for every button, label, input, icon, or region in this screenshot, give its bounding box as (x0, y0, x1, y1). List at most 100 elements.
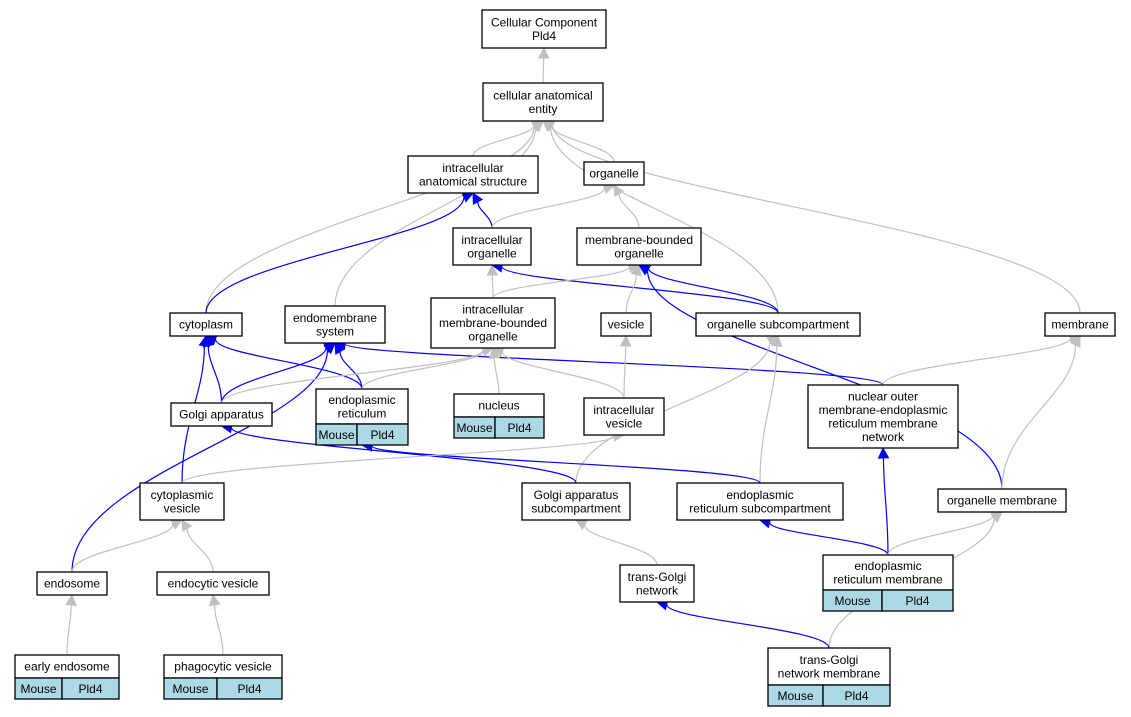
edge-line (882, 338, 1071, 386)
node-label-line: membrane-endoplasmic (819, 403, 948, 417)
edge-line (361, 350, 485, 390)
edge-line (220, 347, 327, 404)
annotation-text: Mouse (318, 428, 354, 442)
annotation-gene: Pld4 (216, 677, 283, 700)
edge-line (646, 270, 1003, 490)
edge-line (344, 343, 884, 386)
node-label-line: entity (529, 102, 558, 116)
annotation-text: Mouse (20, 682, 56, 696)
node-label-line: vesicle (606, 416, 643, 430)
edge-membrane-to-cae (541, 119, 1081, 314)
node-label-line: organelle (589, 167, 639, 181)
node-vesicle[interactable]: vesicle (600, 312, 652, 337)
edge-line (477, 201, 493, 229)
annotation-text: Pld4 (844, 689, 868, 703)
node-box (807, 384, 959, 449)
node-label-line: early endosome (24, 660, 110, 674)
node-box (521, 482, 631, 521)
node-label-line: vesicle (164, 501, 201, 515)
annotation-gene: Pld4 (356, 423, 409, 446)
node-label-line: endoplasmic (854, 559, 921, 573)
edge-line (472, 125, 535, 157)
edge-line (551, 124, 1081, 314)
edge-endosome-to-endomem (71, 342, 336, 573)
edge-line (66, 604, 72, 656)
node-label-line: membrane (1051, 318, 1109, 332)
annotation-gene: Pld4 (881, 589, 954, 612)
node-label-line: Golgi apparatus (534, 488, 619, 502)
annotation-gene: Pld4 (494, 416, 545, 439)
node-box (937, 488, 1067, 513)
node-nomer[interactable]: nuclear outermembrane-endoplasmicreticul… (807, 384, 959, 449)
node-endosome[interactable]: endosome (36, 571, 108, 596)
node-label-line: organelle subcompartment (707, 318, 850, 332)
edge-pv-to-ev (208, 593, 224, 656)
annotation-organism: Mouse (163, 677, 218, 700)
edge-line (501, 266, 779, 314)
edge-line (882, 457, 889, 556)
node-label-line: trans-Golgi (628, 570, 687, 584)
node-label-line: cytoplasmic (151, 488, 214, 502)
edge-om-to-mbo (638, 264, 1003, 490)
node-ev[interactable]: endocytic vesicle (156, 571, 270, 596)
annotation-text: Pld4 (370, 428, 394, 442)
edge-line (551, 125, 615, 163)
edge-line (230, 427, 577, 484)
node-osub[interactable]: organelle subcompartment (695, 312, 861, 337)
edge-arrowhead (198, 334, 211, 348)
node-label-line: endomembrane (293, 311, 377, 325)
node-box (1044, 312, 1116, 337)
edge-line (575, 341, 771, 484)
node-golgi[interactable]: Golgi apparatus (170, 402, 273, 427)
node-box (36, 571, 108, 596)
annotation-organism: Mouse (14, 677, 63, 700)
edge-arrowhead (65, 593, 77, 606)
node-om[interactable]: organelle membrane (937, 488, 1067, 513)
node-label-line: endosome (44, 577, 100, 591)
node-organelle[interactable]: organelle (583, 161, 645, 186)
node-label-line: cellular anatomical (493, 88, 592, 102)
edge-nucleus-to-imbo (488, 346, 501, 395)
node-cytoplasm[interactable]: cytoplasm (169, 312, 243, 337)
edge-line (493, 357, 500, 395)
node-label-line: Cellular Component (491, 15, 598, 29)
edge-iv-to-vesicle (619, 334, 632, 399)
edge-line (887, 515, 994, 556)
annotation-organism: Mouse (453, 416, 496, 439)
node-label-line: nuclear outer (848, 389, 918, 403)
edge-endomem-to-cae (334, 120, 544, 307)
edge-vesicle-to-mbo (625, 263, 642, 314)
edge-line (214, 604, 224, 656)
edge-imbo-to-io (486, 263, 499, 299)
edge-arrowhead (619, 334, 632, 347)
node-label-line: reticulum subcompartment (689, 501, 831, 515)
edge-line (759, 345, 778, 484)
node-label-line: endocytic vesicle (168, 577, 259, 591)
edge-line (1001, 344, 1077, 490)
edge-line (220, 349, 484, 404)
edge-arrowhead (537, 46, 550, 59)
annotation-text: Pld4 (237, 682, 261, 696)
node-membrane[interactable]: membrane (1044, 312, 1116, 337)
node-label-line: cytoplasm (179, 318, 233, 332)
edge-line (71, 524, 174, 573)
edge-arrowhead (323, 342, 336, 355)
